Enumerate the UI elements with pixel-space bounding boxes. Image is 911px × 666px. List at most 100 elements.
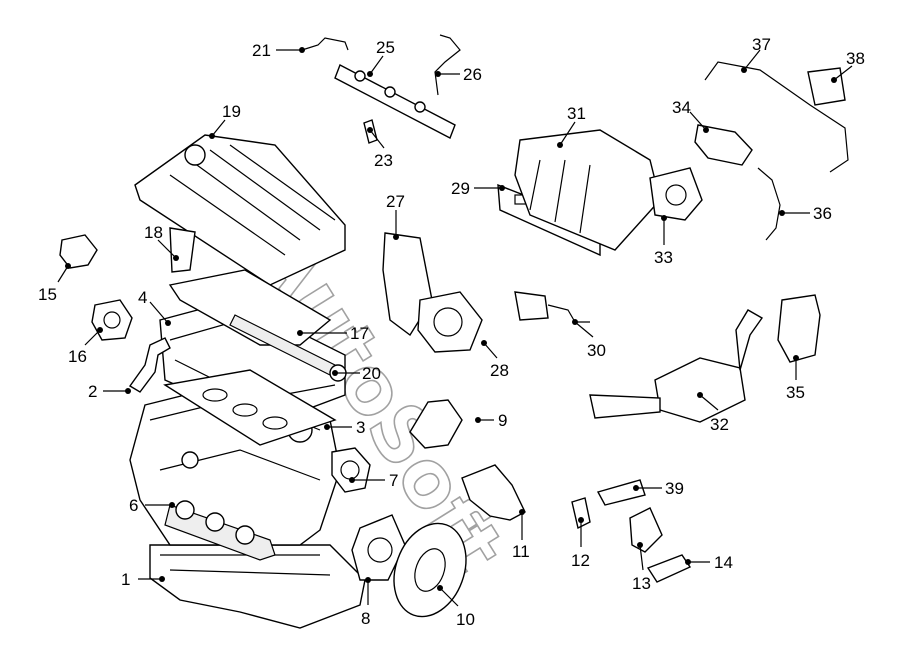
callout-15: 15 [38, 263, 71, 304]
callout-label: 31 [567, 104, 586, 123]
callout-label: 33 [654, 248, 673, 267]
callout-10: 10 [437, 585, 475, 629]
egr-valve-16[interactable] [91, 299, 133, 341]
callout-label: 9 [498, 411, 507, 430]
callout-21: 21 [252, 41, 305, 60]
callout-label: 34 [672, 98, 691, 117]
callout-14: 14 [685, 553, 733, 572]
callout-28: 28 [481, 340, 509, 380]
callout-label: 29 [451, 179, 470, 198]
crankshaft[interactable] [164, 500, 276, 561]
callout-label: 36 [813, 204, 832, 223]
callout-33: 33 [654, 215, 673, 267]
callout-13: 13 [632, 542, 651, 593]
oil-pan[interactable] [149, 544, 366, 629]
pipe-37[interactable] [704, 61, 849, 173]
callout-32: 32 [697, 392, 729, 434]
callout-label: 6 [129, 496, 138, 515]
callout-8: 8 [361, 577, 371, 628]
callout-6: 6 [129, 496, 175, 515]
callout-label: 12 [571, 551, 590, 570]
bracket-39[interactable] [596, 479, 646, 506]
callout-label: 27 [386, 192, 405, 211]
callout-4: 4 [138, 288, 171, 326]
fuel-pipe-26[interactable] [434, 34, 461, 96]
callout-label: 11 [512, 542, 530, 561]
callout-34: 34 [672, 98, 709, 133]
callout-26: 26 [435, 65, 482, 84]
callout-label: 18 [144, 223, 163, 242]
callout-35: 35 [786, 355, 805, 402]
callout-9: 9 [475, 411, 507, 430]
coolant-housing-11[interactable] [461, 464, 526, 521]
callout-label: 21 [252, 41, 271, 60]
callout-label: 3 [356, 418, 365, 437]
callout-29: 29 [451, 179, 505, 198]
callout-label: 17 [350, 324, 369, 343]
flywheel[interactable] [382, 513, 479, 626]
callout-19: 19 [209, 102, 241, 139]
thermostat-housing[interactable] [409, 399, 463, 449]
catalytic-converter[interactable] [589, 309, 764, 423]
callout-23: 23 [367, 127, 393, 170]
head-gasket[interactable] [163, 369, 337, 446]
fuel-filter[interactable] [777, 294, 821, 363]
fuel-pipe-21[interactable] [301, 37, 349, 51]
rear-seal-housing[interactable] [351, 514, 406, 581]
callout-39: 39 [633, 479, 684, 498]
callout-25: 25 [367, 38, 395, 77]
coolant-pipe[interactable] [128, 337, 171, 393]
callout-38: 38 [831, 49, 865, 83]
callout-16: 16 [68, 327, 103, 366]
callout-label: 16 [68, 347, 87, 366]
engine-mount-15[interactable] [59, 234, 98, 269]
callout-label: 23 [374, 151, 393, 170]
callout-20: 20 [332, 364, 381, 383]
throttle-body-28[interactable] [417, 291, 483, 353]
callout-label: 20 [362, 364, 381, 383]
callout-18: 18 [144, 223, 179, 261]
callout-label: 38 [846, 49, 865, 68]
callout-label: 2 [88, 382, 97, 401]
callout-label: 13 [632, 574, 651, 593]
valve-30[interactable] [514, 291, 590, 323]
throttle-body-33[interactable] [649, 167, 703, 221]
callout-label: 14 [714, 553, 733, 572]
callout-label: 32 [710, 415, 729, 434]
bracket-13[interactable] [629, 507, 663, 553]
hose-36[interactable] [757, 167, 781, 241]
valve-cover[interactable] [134, 134, 346, 286]
bracket-14[interactable] [646, 554, 692, 583]
cam-cover-gasket[interactable] [168, 269, 332, 346]
callout-label: 4 [138, 288, 147, 307]
bracket-12[interactable] [571, 497, 591, 530]
cover-bracket[interactable] [169, 227, 196, 273]
callout-label: 8 [361, 609, 370, 628]
callout-7: 7 [349, 471, 398, 490]
fuel-rail[interactable] [334, 64, 456, 139]
valve-34[interactable] [694, 124, 753, 166]
callout-12: 12 [571, 517, 590, 570]
callout-label: 37 [752, 35, 771, 54]
callout-17: 17 [297, 324, 369, 343]
callout-label: 26 [463, 65, 482, 84]
callout-label: 15 [38, 285, 57, 304]
callout-2: 2 [88, 382, 131, 401]
callout-label: 25 [376, 38, 395, 57]
intake-manifold[interactable] [514, 129, 661, 251]
callout-label: 39 [665, 479, 684, 498]
callout-31: 31 [557, 104, 586, 148]
callout-3: 3 [324, 418, 365, 437]
sensor-38[interactable] [807, 67, 846, 106]
callout-label: 7 [389, 471, 398, 490]
callout-label: 19 [222, 102, 241, 121]
callout-37: 37 [741, 35, 771, 73]
callout-label: 1 [121, 570, 130, 589]
callout-11: 11 [512, 509, 530, 561]
callout-30: 30 [572, 319, 606, 360]
callout-label: 30 [587, 341, 606, 360]
callout-27: 27 [386, 192, 405, 240]
callout-label: 10 [456, 610, 475, 629]
